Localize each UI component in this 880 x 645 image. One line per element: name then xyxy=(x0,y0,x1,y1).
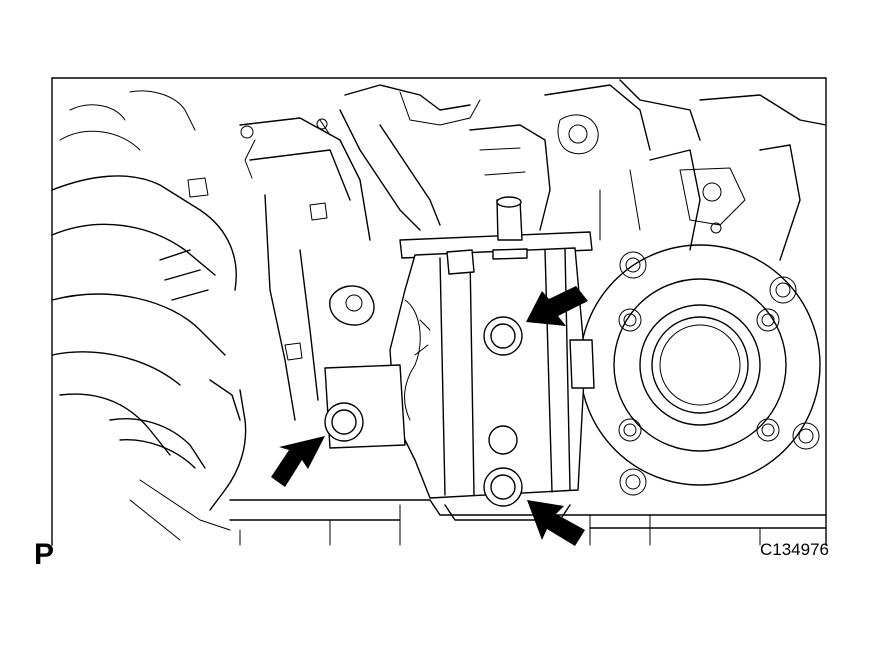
drive-flange xyxy=(579,244,821,496)
upper-bolt-arrow xyxy=(526,286,588,326)
lower-bolt-arrow xyxy=(527,500,585,546)
engine-block xyxy=(187,79,827,421)
upper-bolt xyxy=(483,316,523,356)
oil-pan xyxy=(229,499,827,546)
left-bolt-arrow xyxy=(271,436,325,487)
radiator-hose xyxy=(51,90,247,541)
view-label: P xyxy=(34,538,55,571)
mount-bolts xyxy=(324,316,523,507)
callout-arrows xyxy=(271,286,588,546)
illustration-id: C134976 xyxy=(760,540,830,559)
drawing-frame xyxy=(51,77,827,546)
engine-mount-bracket xyxy=(324,196,595,499)
left-bolt xyxy=(324,402,364,442)
lower-bolt xyxy=(483,467,523,507)
